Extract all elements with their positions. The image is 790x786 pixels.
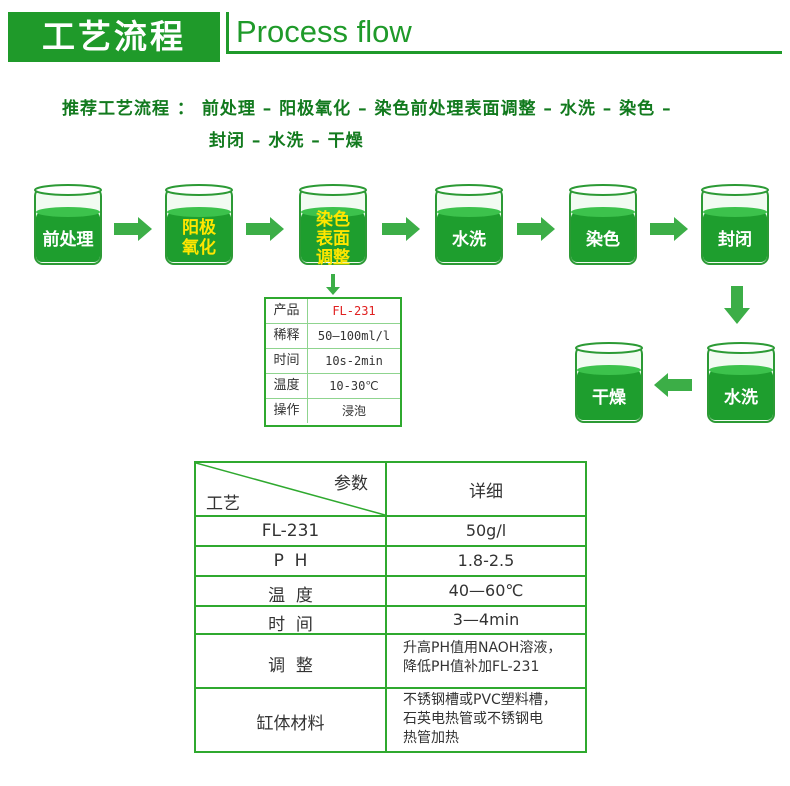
header-process: 工艺 <box>206 494 240 514</box>
beaker-icon <box>299 184 367 265</box>
row-label: 缸体材料 <box>256 714 325 734</box>
recommend-line-1: 推荐工艺流程 ： 前处理 – 阳极氧化 – 染色前处理表面调整 – 水洗 – 染… <box>62 99 672 119</box>
row-label: 稀释 <box>266 324 308 348</box>
header-title-en: Process flow <box>236 14 412 49</box>
arrow-right-icon <box>517 217 555 241</box>
recommend-line-2: 封闭 – 水洗 – 干燥 <box>209 131 364 151</box>
row-value-line2: 降低PH值补加FL-231 <box>403 659 540 675</box>
parameter-table: 参数 工艺 详细 FL-231 50g/l P H 1.8-2.5 温 度 40… <box>194 461 587 753</box>
arrow-right-icon <box>246 217 284 241</box>
table-row: 产品 FL-231 <box>266 299 400 324</box>
row-value-line3: 热管加热 <box>403 730 459 746</box>
row-label: 调 整 <box>268 656 313 676</box>
beaker-icon <box>435 184 503 265</box>
beaker-label: 封闭 <box>718 230 752 250</box>
row-value: FL-231 <box>332 304 376 318</box>
beaker-icon <box>569 184 637 265</box>
beaker-icon <box>165 184 233 265</box>
header-divider <box>226 12 229 54</box>
row-value: 1.8-2.5 <box>457 551 515 570</box>
row-label: 操作 <box>266 399 308 423</box>
arrow-right-icon <box>114 217 152 241</box>
beaker-pretreatment: 前处理 <box>33 184 103 268</box>
header-param: 参数 <box>334 474 368 494</box>
beaker-anodizing: 阳极 氧化 <box>164 184 234 268</box>
row-value: 40—60℃ <box>448 581 524 600</box>
small-arrow-down-icon <box>326 274 340 295</box>
row-value-line2: 石英电热管或不锈钢电 <box>403 711 543 727</box>
beaker-icon <box>701 184 769 265</box>
row-value: 10-30℃ <box>329 379 379 393</box>
beaker-sealing: 封闭 <box>700 184 770 268</box>
beaker-drying: 干燥 <box>574 342 644 426</box>
beaker-label-line1: 染色 <box>316 210 350 230</box>
row-value: 50—100ml/l <box>317 329 391 343</box>
row-value: 10s-2min <box>325 354 383 368</box>
table-row: 温度 10-30℃ <box>266 374 400 399</box>
arrow-left-icon <box>654 373 692 397</box>
table-row: 操作 浸泡 <box>266 399 400 424</box>
header-detail: 详细 <box>469 482 503 502</box>
row-value: 50g/l <box>465 521 507 540</box>
arrow-right-icon <box>382 217 420 241</box>
table-row: 时间 10s-2min <box>266 349 400 374</box>
beaker-rinse-1: 水洗 <box>434 184 504 268</box>
beaker-rinse-2: 水洗 <box>706 342 776 426</box>
row-label: 时间 <box>266 349 308 373</box>
row-divider <box>196 575 585 577</box>
header-underline <box>228 51 782 54</box>
beaker-icon <box>707 342 775 423</box>
beaker-label-line3: 调整 <box>316 248 350 268</box>
row-divider <box>196 633 585 635</box>
row-label: 温度 <box>266 374 308 398</box>
header-diagonal-line <box>196 463 385 515</box>
beaker-label: 水洗 <box>724 388 758 408</box>
table-row: 稀释 50—100ml/l <box>266 324 400 349</box>
row-label: 时 间 <box>268 615 313 635</box>
beaker-label-line1: 阳极 <box>182 218 216 238</box>
row-label: P H <box>273 551 308 571</box>
row-divider <box>196 545 585 547</box>
beaker-label: 前处理 <box>42 230 94 250</box>
row-value-line1: 升高PH值用NAOH溶液， <box>403 640 562 656</box>
header-title-cn: 工艺流程 <box>42 17 186 56</box>
beaker-label-line2: 氧化 <box>182 238 216 258</box>
row-value: 3—4min <box>452 610 520 629</box>
beaker-label: 干燥 <box>592 388 626 408</box>
row-label: 产品 <box>266 299 308 323</box>
beaker-surface-adjust: 染色 表面 调整 <box>298 184 368 268</box>
row-divider <box>196 515 585 517</box>
beaker-label-line2: 表面 <box>316 229 350 249</box>
column-divider <box>385 463 387 751</box>
row-divider <box>196 687 585 689</box>
row-divider <box>196 605 585 607</box>
arrow-right-icon <box>650 217 688 241</box>
beaker-icon <box>575 342 643 423</box>
header-title-box <box>8 12 220 62</box>
row-label: 温 度 <box>268 586 313 606</box>
arrow-down-icon <box>724 286 750 324</box>
beaker-icon <box>34 184 102 265</box>
beaker-label: 水洗 <box>452 230 486 250</box>
row-value: 浸泡 <box>341 404 366 418</box>
row-value-line1: 不锈钢槽或PVC塑料槽， <box>403 692 557 708</box>
beaker-label: 染色 <box>586 230 620 250</box>
spec-table-small: 产品 FL-231 稀释 50—100ml/l 时间 10s-2min 温度 1… <box>264 297 402 427</box>
beaker-dyeing: 染色 <box>568 184 638 268</box>
row-label: FL-231 <box>261 521 320 541</box>
